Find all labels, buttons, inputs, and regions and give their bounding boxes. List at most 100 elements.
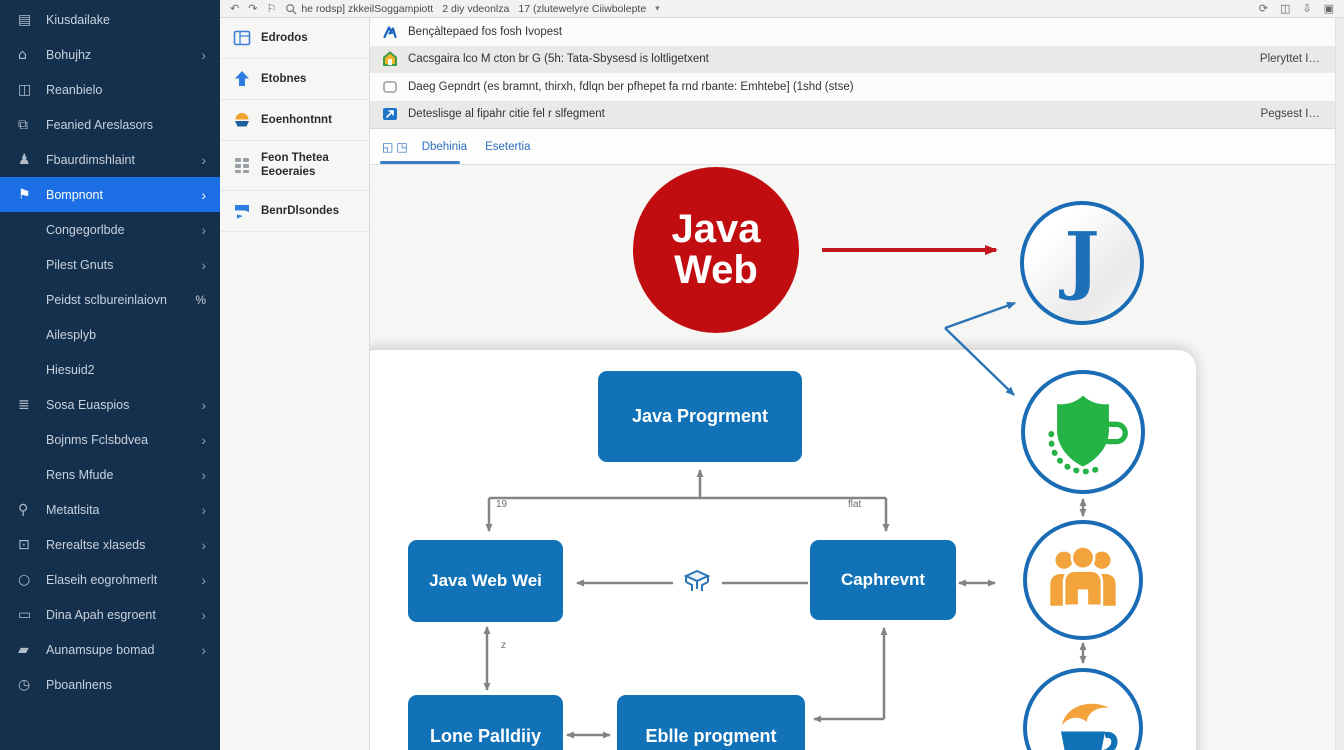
- sidebar-item[interactable]: ◷ Pboanlnens ›: [0, 667, 220, 702]
- sidebar-item-label: Metatlsita: [46, 502, 100, 517]
- sidebar-item-label: Peidst sclbureinlaiovn: [46, 292, 167, 307]
- sidebar-item-label: Pboanlnens: [46, 677, 113, 692]
- sidebar-item[interactable]: ⊡ Rerealtse xlaseds ›: [0, 527, 220, 562]
- house-icon: [383, 51, 397, 67]
- sidebar-item[interactable]: ⚑ Bompnont ›: [0, 177, 220, 212]
- sidebar-item[interactable]: ▭ Dina Apah esgroent ›: [0, 597, 220, 632]
- panel-item-label: BenrDlsondes: [261, 204, 339, 217]
- redo-icon[interactable]: ↷: [248, 2, 258, 15]
- sidebar-item[interactable]: ▤ Kiusdailake ›: [0, 2, 220, 37]
- crumb-1: 2 diy vdeonlza: [442, 2, 510, 15]
- node-lone-palldiiy: Lone Palldiiy: [408, 695, 563, 750]
- panel-item-feon-thetea[interactable]: Feon Thetea Eeoeraies: [220, 141, 369, 191]
- sidebar-item-label: Congegorlbde: [46, 222, 125, 237]
- list-item[interactable]: Daeg Gepndrt (es bramnt, thirxh, fdlqn b…: [370, 73, 1344, 101]
- list-item-text: Cacsgaira lco M cton br G (5h: Tata-Sbys…: [408, 53, 709, 66]
- sidebar-item-badge: %: [195, 292, 206, 307]
- panel-item-label: Etobnes: [261, 72, 307, 85]
- list-item[interactable]: Cacsgaira lco M cton br G (5h: Tata-Sbys…: [370, 45, 1344, 73]
- list-item-meta: Pleryttet I…: [1259, 53, 1320, 66]
- undo-icon[interactable]: ↶: [230, 2, 240, 15]
- layout-grid-icon[interactable]: ▣: [1323, 2, 1334, 15]
- sidebar-item-label: Kiusdailake: [46, 12, 110, 27]
- edge-label: flat: [848, 499, 862, 510]
- chevron-right-icon: ›: [201, 46, 206, 63]
- card-icon: ▭: [18, 606, 32, 623]
- chevron-right-icon: ›: [201, 221, 206, 238]
- node-java-web: Java Web Wei: [408, 540, 563, 622]
- copy-icon[interactable]: ◳: [396, 139, 408, 154]
- panels-icon[interactable]: ◫: [1279, 2, 1291, 15]
- panel-item-label: Edrodos: [261, 31, 308, 44]
- arrow-up-icon: [235, 71, 249, 86]
- tab[interactable]: Esetertia: [485, 140, 531, 153]
- list-item[interactable]: Bençàltepaed fos fosh Ivopest: [370, 18, 1344, 46]
- users-group-icon: [1050, 545, 1116, 608]
- grid-table-icon: [235, 158, 249, 174]
- window-layout-icon: [233, 30, 251, 46]
- sidebar-item-label: Rens Mfude: [46, 467, 114, 482]
- flag-banner-icon: [235, 204, 249, 219]
- list-item-text: Deteslisge al fipahr citie fel r slfegme…: [408, 108, 605, 121]
- panel-item-benrdlsondes[interactable]: BenrDlsondes: [220, 191, 369, 232]
- sidebar-item[interactable]: Ailesplyb ›: [0, 317, 220, 352]
- edge-label: z: [501, 640, 506, 651]
- sidebar-item-label: Rerealtse xlaseds: [46, 537, 146, 552]
- person-icon: ♟: [18, 151, 31, 168]
- sidebar-item-label: Reanbielo: [46, 82, 103, 97]
- folder-icon: ◫: [18, 81, 32, 98]
- address-bar[interactable]: he rodsp] zkkeilSoggampiott: [285, 3, 433, 15]
- panel-item-label-2: Eeoeraies: [261, 166, 316, 179]
- edge-label: 19: [496, 499, 508, 510]
- sidebar-item[interactable]: ⌂ Bohujhz ›: [0, 37, 220, 72]
- sidebar: ▤ Kiusdailake › ⌂ Bohujhz › ◫ Reanbielo …: [0, 0, 220, 750]
- panel-item-eoenhontnnt[interactable]: Eoenhontnnt: [220, 100, 369, 141]
- crumb-2[interactable]: 17 (zlutewelyre Ciiwbolepte: [518, 2, 647, 15]
- sidebar-item-label: Bompnont: [46, 187, 103, 202]
- panel-item-label: Feon Thetea: [261, 152, 329, 164]
- sidebar-item[interactable]: Peidst sclbureinlaiovn % ›: [0, 282, 220, 317]
- briefcase-icon: ▰: [18, 641, 29, 658]
- card-list-icon: ▤: [18, 11, 32, 28]
- panel-item-etobnes[interactable]: Etobnes: [220, 59, 369, 100]
- flag-icon[interactable]: ⚐: [266, 2, 277, 15]
- peak-logo-icon: [383, 26, 397, 38]
- book-icon: ⧉: [18, 116, 28, 133]
- sidebar-item[interactable]: ⧉ Feanied Areslasors ›: [0, 107, 220, 142]
- chevron-right-icon: ›: [201, 571, 206, 588]
- chevron-right-icon: ›: [201, 606, 206, 623]
- checkbox-icon[interactable]: [382, 79, 398, 95]
- bookmark-icon: ⚑: [18, 186, 31, 203]
- download-icon[interactable]: ⇩: [1302, 2, 1312, 15]
- java-web-badge: Java Web: [633, 167, 799, 333]
- vertical-scrollbar[interactable]: [1335, 18, 1344, 750]
- sidebar-item[interactable]: ◫ Reanbielo ›: [0, 72, 220, 107]
- panel-item-edrodos[interactable]: Edrodos: [220, 18, 369, 59]
- horizon-logo-icon: [235, 113, 249, 127]
- sidebar-item[interactable]: ⚲ Metatlsita ›: [0, 492, 220, 527]
- sidebar-item-label: Bojnms Fclsbdvea: [46, 432, 149, 447]
- refresh-icon[interactable]: ⟳: [1258, 2, 1268, 15]
- sidebar-item-label: Ailesplyb: [46, 327, 97, 342]
- list-item-text: Daeg Gepndrt (es bramnt, thirxh, fdlqn b…: [408, 80, 854, 93]
- sidebar-item[interactable]: ▰ Aunamsupe bomad ›: [0, 632, 220, 667]
- chevron-right-icon: ›: [201, 396, 206, 413]
- sidebar-item[interactable]: Bojnms Fclsbdvea ›: [0, 422, 220, 457]
- sidebar-item[interactable]: ♟ Fbaurdimshlaint ›: [0, 142, 220, 177]
- sidebar-item[interactable]: Rens Mfude ›: [0, 457, 220, 492]
- tab[interactable]: Dbehinia: [421, 140, 468, 153]
- sidebar-item[interactable]: Pilest Gnuts ›: [0, 247, 220, 282]
- chevron-right-icon: ›: [201, 431, 206, 448]
- sidebar-item-label: Aunamsupe bomad: [46, 642, 155, 657]
- monitor-icon: ⊡: [18, 536, 30, 553]
- page-icon[interactable]: ◱: [382, 139, 394, 154]
- sidebar-item[interactable]: Hiesuid2 ›: [0, 352, 220, 387]
- security-circle: [1021, 370, 1145, 494]
- sidebar-item-label: Fbaurdimshlaint: [46, 152, 135, 167]
- sidebar-item[interactable]: ≣ Sosa Euaspios ›: [0, 387, 220, 422]
- sidebar-item[interactable]: Congegorlbde ›: [0, 212, 220, 247]
- sidebar-item-label: Hiesuid2: [46, 362, 95, 377]
- blue-tile-arrow-icon: [383, 108, 397, 121]
- list-item[interactable]: Deteslisge al fipahr citie fel r slfegme…: [370, 100, 1344, 128]
- sidebar-item[interactable]: ○ Elaseih eogrohmerlt ›: [0, 562, 220, 597]
